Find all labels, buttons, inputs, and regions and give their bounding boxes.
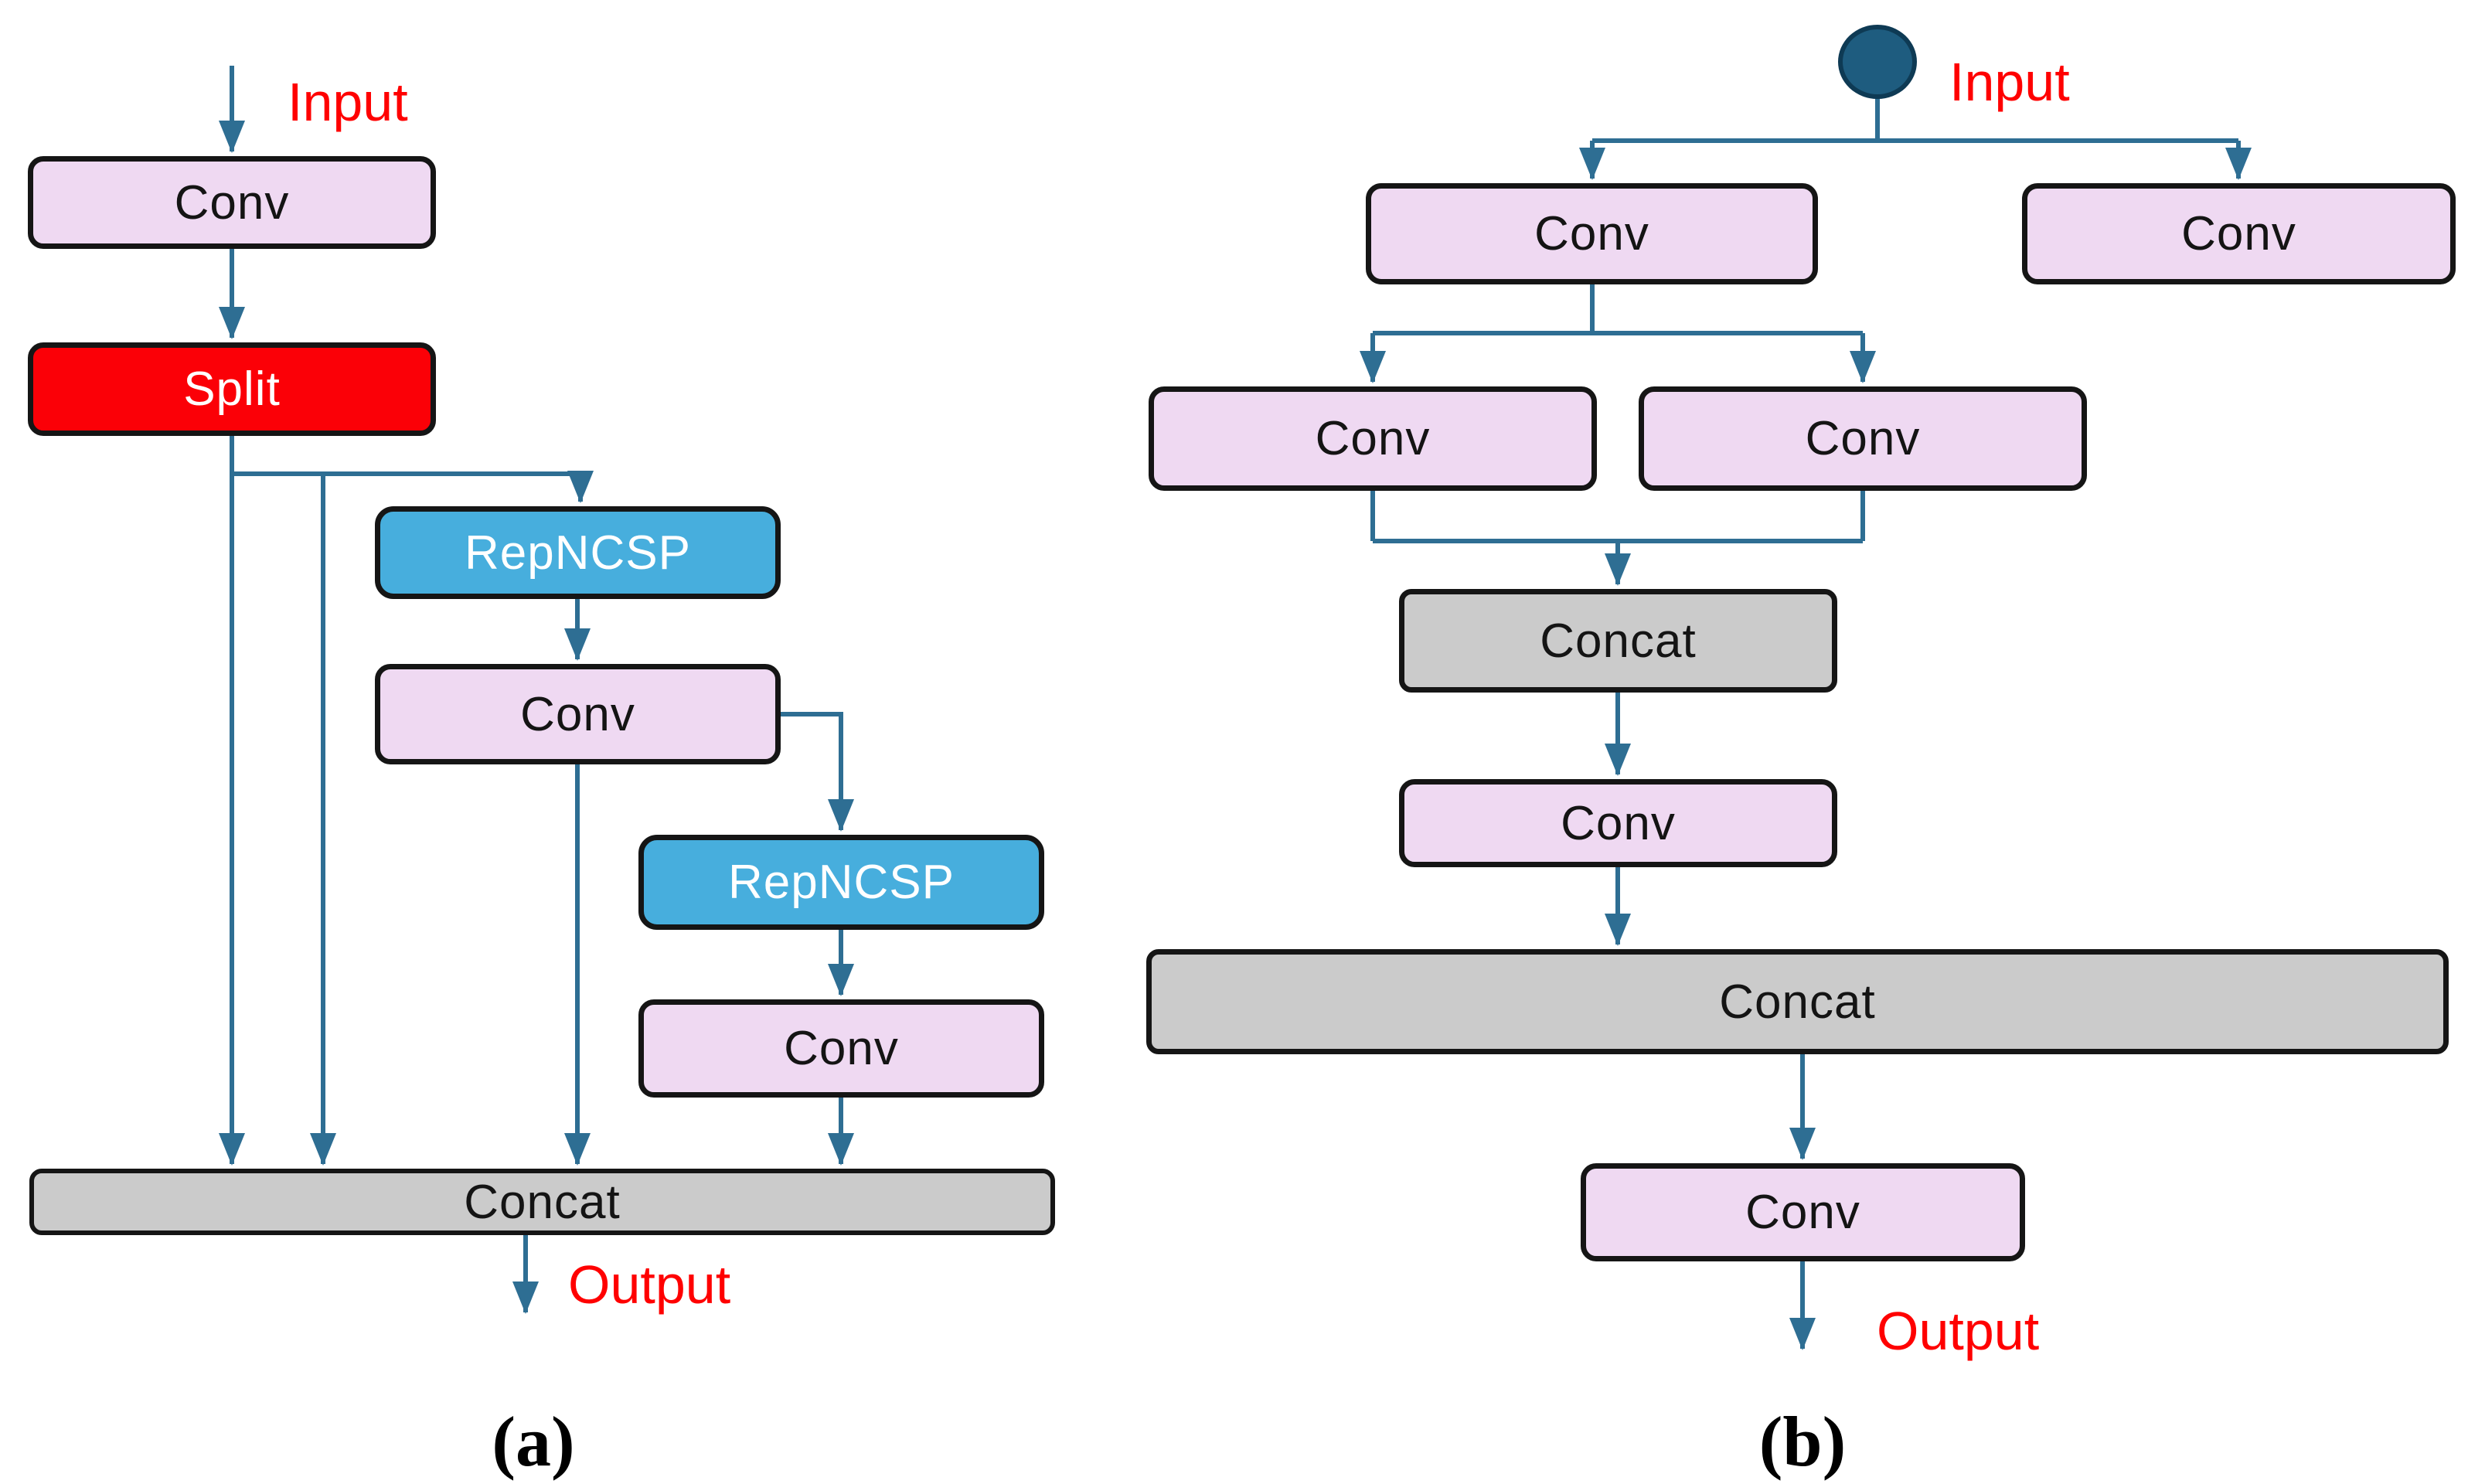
panel-b-conv-mid-right-label: Conv bbox=[1805, 412, 1921, 465]
panel-b-input-label: Input bbox=[1949, 52, 2070, 112]
panel-b-concat2: Concat bbox=[1146, 949, 2449, 1054]
panel-b-conv-top-right-label: Conv bbox=[2181, 207, 2296, 260]
panel-b-conv-center-label: Conv bbox=[1561, 796, 1676, 850]
panel-b-conv-center: Conv bbox=[1399, 779, 1837, 867]
panel-a-concat-label: Concat bbox=[464, 1175, 621, 1229]
panel-a-concat: Concat bbox=[29, 1169, 1055, 1235]
panel-a-repncsp2: RepNCSP bbox=[638, 835, 1044, 930]
panel-a-conv3-label: Conv bbox=[784, 1022, 899, 1075]
panel-b-conv-top-right: Conv bbox=[2022, 183, 2456, 284]
panel-b-concat1-label: Concat bbox=[1540, 614, 1697, 668]
panel-b-conv-mid-left-label: Conv bbox=[1315, 412, 1431, 465]
panel-a-conv2: Conv bbox=[375, 664, 781, 764]
panel-a-split-label: Split bbox=[183, 362, 281, 416]
panel-b-output-label: Output bbox=[1877, 1301, 2040, 1361]
panel-a-repncsp2-label: RepNCSP bbox=[728, 856, 955, 909]
panel-a-conv1: Conv bbox=[28, 156, 436, 249]
panel-a-split: Split bbox=[28, 342, 436, 436]
panel-a-repncsp1-label: RepNCSP bbox=[465, 526, 691, 580]
panel-a-input-label: Input bbox=[288, 72, 408, 132]
panel-b-concat2-label: Concat bbox=[1719, 975, 1876, 1029]
panel-b-concat1: Concat bbox=[1399, 589, 1837, 693]
panel-a-conv1-label: Conv bbox=[174, 175, 290, 230]
panel-a-conv2-label: Conv bbox=[520, 687, 635, 741]
edge-a-conv2-to-repncsp2 bbox=[781, 712, 854, 832]
panel-b-caption: (b) bbox=[1758, 1402, 1847, 1481]
panel-b-conv-mid-left: Conv bbox=[1149, 386, 1597, 491]
panel-b-conv-final: Conv bbox=[1581, 1163, 2025, 1261]
panel-a-repncsp1: RepNCSP bbox=[375, 506, 781, 599]
panel-b-conv-top-left: Conv bbox=[1366, 183, 1818, 284]
panel-a-caption: (a) bbox=[492, 1402, 575, 1481]
panel-b-conv-top-left-label: Conv bbox=[1534, 207, 1649, 260]
panel-b-conv-final-label: Conv bbox=[1745, 1186, 1860, 1239]
panel-b-conv-mid-right: Conv bbox=[1639, 386, 2087, 491]
panel-a-conv3: Conv bbox=[638, 999, 1044, 1098]
panel-a-output-label: Output bbox=[568, 1254, 731, 1315]
panel-b-input-node bbox=[1838, 25, 1917, 99]
